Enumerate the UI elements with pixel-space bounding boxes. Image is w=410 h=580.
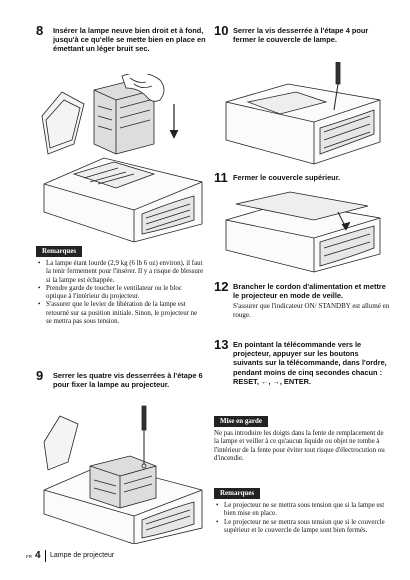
step-number: 9 (36, 368, 44, 383)
step-text: Brancher le cordon d'alimentation et met… (233, 282, 386, 301)
lamp-cover-illustration (225, 62, 381, 165)
step-text: Serrer la vis desserrée à l'étape 4 pour… (233, 26, 369, 45)
language-code: FR (26, 554, 32, 559)
step-8: 8 Insérer la lampe neuve bien droit et à… (36, 23, 206, 54)
step-number: 12 (214, 279, 229, 294)
step-10: 10 Serrer la vis desserrée à l'étape 4 p… (214, 23, 390, 45)
footer-divider (45, 550, 46, 562)
step-number: 8 (36, 23, 44, 38)
step-text: Serrer les quatre vis desserrées à l'éta… (53, 371, 203, 390)
note-item: La lampe étant lourde (2,9 kg (6 lb 6 oz… (38, 260, 204, 285)
note-item: S'assurer que le levier de libération de… (38, 301, 204, 326)
step-text: Insérer la lampe neuve bien droit et à f… (53, 26, 206, 54)
note-item: Prendre garde de toucher le ventilateur … (38, 285, 204, 302)
step-number: 11 (214, 170, 228, 185)
note-item: Le projecteur ne se mettra sous tension … (216, 519, 390, 536)
step-subtext: S'assurer que l'indicateur ON/ STANDBY e… (233, 302, 390, 319)
lamp-insertion-illustration (41, 74, 203, 243)
step-text: En pointant la télécommande vers le proj… (233, 340, 387, 386)
step-11: 11 Fermer le couvercle supérieur. (214, 170, 390, 185)
step-13: 13 En pointant la télécommande vers le p… (214, 337, 390, 386)
step-9: 9 Serrer les quatre vis desserrées à l'é… (36, 368, 206, 390)
step-text: Fermer le couvercle supérieur. (233, 173, 341, 182)
remarques-tag: Remarques (214, 488, 261, 499)
page-number: 4 (35, 550, 41, 561)
screw-tightening-illustration (43, 405, 203, 544)
top-cover-illustration (225, 191, 381, 273)
remarques-tag: Remarques (36, 246, 83, 257)
step-number: 10 (214, 23, 229, 38)
mise-en-garde-section: Mise en garde Ne pas introduire les doig… (214, 416, 390, 463)
note-item: Le projecteur ne se mettra sous tension … (216, 502, 390, 519)
step-number: 13 (214, 337, 229, 352)
caution-text: Ne pas introduire les doigts dans la fen… (214, 430, 385, 462)
mise-en-garde-tag: Mise en garde (214, 416, 268, 427)
remarques-section-1: Remarques La lampe étant lourde (2,9 kg … (36, 246, 204, 326)
section-title: Lampe de projecteur (50, 552, 115, 559)
remarques-section-2: Remarques Le projecteur ne se mettra sou… (214, 488, 390, 535)
step-12: 12 Brancher le cordon d'alimentation et … (214, 279, 390, 320)
